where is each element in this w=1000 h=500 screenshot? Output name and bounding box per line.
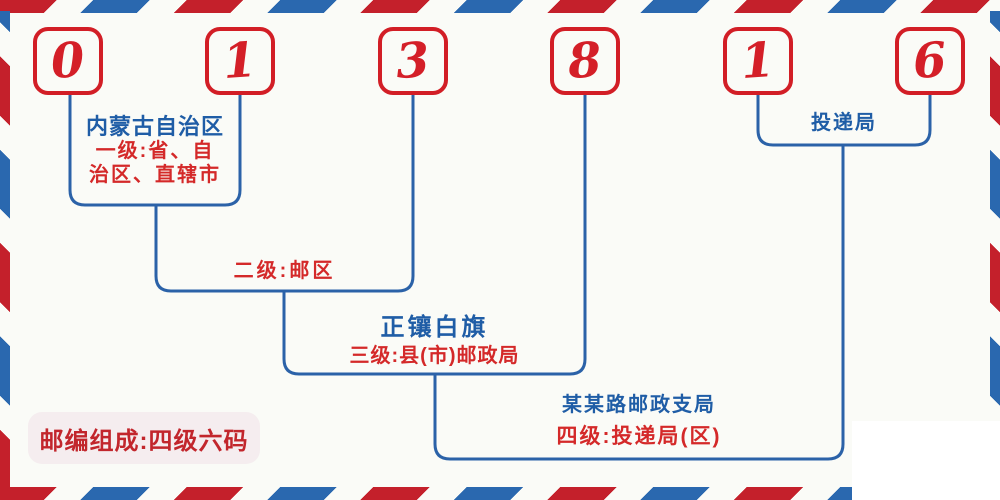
level3-county-name: 正镶白旗 bbox=[380, 314, 489, 341]
composition-badge: 邮编组成:四级六码 bbox=[28, 412, 260, 464]
level2-label: 二级:邮区 bbox=[233, 260, 336, 282]
white-patch bbox=[852, 421, 1000, 500]
level4-branch-name: 某某路邮政支局 bbox=[562, 394, 716, 416]
digit-box-2: 1 bbox=[205, 27, 275, 95]
digit-box-1: 0 bbox=[33, 27, 103, 95]
digit-box-5: 1 bbox=[723, 27, 793, 95]
bracket-level4 bbox=[433, 145, 845, 461]
digit-6: 6 bbox=[911, 31, 949, 91]
digit-box-6: 6 bbox=[895, 27, 965, 95]
digit-box-4: 8 bbox=[550, 27, 620, 95]
digit-1: 0 bbox=[49, 31, 87, 91]
level1-description-line1: 一级:省、自 bbox=[95, 140, 215, 162]
airmail-stripe-top bbox=[0, 0, 1000, 13]
airmail-stripe-left bbox=[0, 11, 10, 489]
digit-5: 1 bbox=[739, 31, 777, 91]
digit-4: 8 bbox=[566, 31, 604, 91]
digit-3: 3 bbox=[394, 31, 432, 91]
digit-2: 1 bbox=[221, 31, 259, 91]
composition-badge-text: 邮编组成:四级六码 bbox=[39, 427, 249, 455]
airmail-stripe-right bbox=[990, 11, 1000, 489]
level3-label: 三级:县(市)邮政局 bbox=[349, 345, 520, 367]
level4-label: 四级:投递局(区) bbox=[556, 425, 722, 448]
level1-description: 一级:省、自 治区、直辖市 bbox=[70, 139, 240, 187]
airmail-stripe-bottom bbox=[0, 487, 1000, 500]
level1-description-line2: 治区、直辖市 bbox=[89, 164, 221, 186]
level1-region-name: 内蒙古自治区 bbox=[85, 114, 224, 139]
bracket-delivery bbox=[756, 95, 932, 147]
delivery-office-label: 投递局 bbox=[811, 112, 877, 134]
digit-box-3: 3 bbox=[378, 27, 448, 95]
